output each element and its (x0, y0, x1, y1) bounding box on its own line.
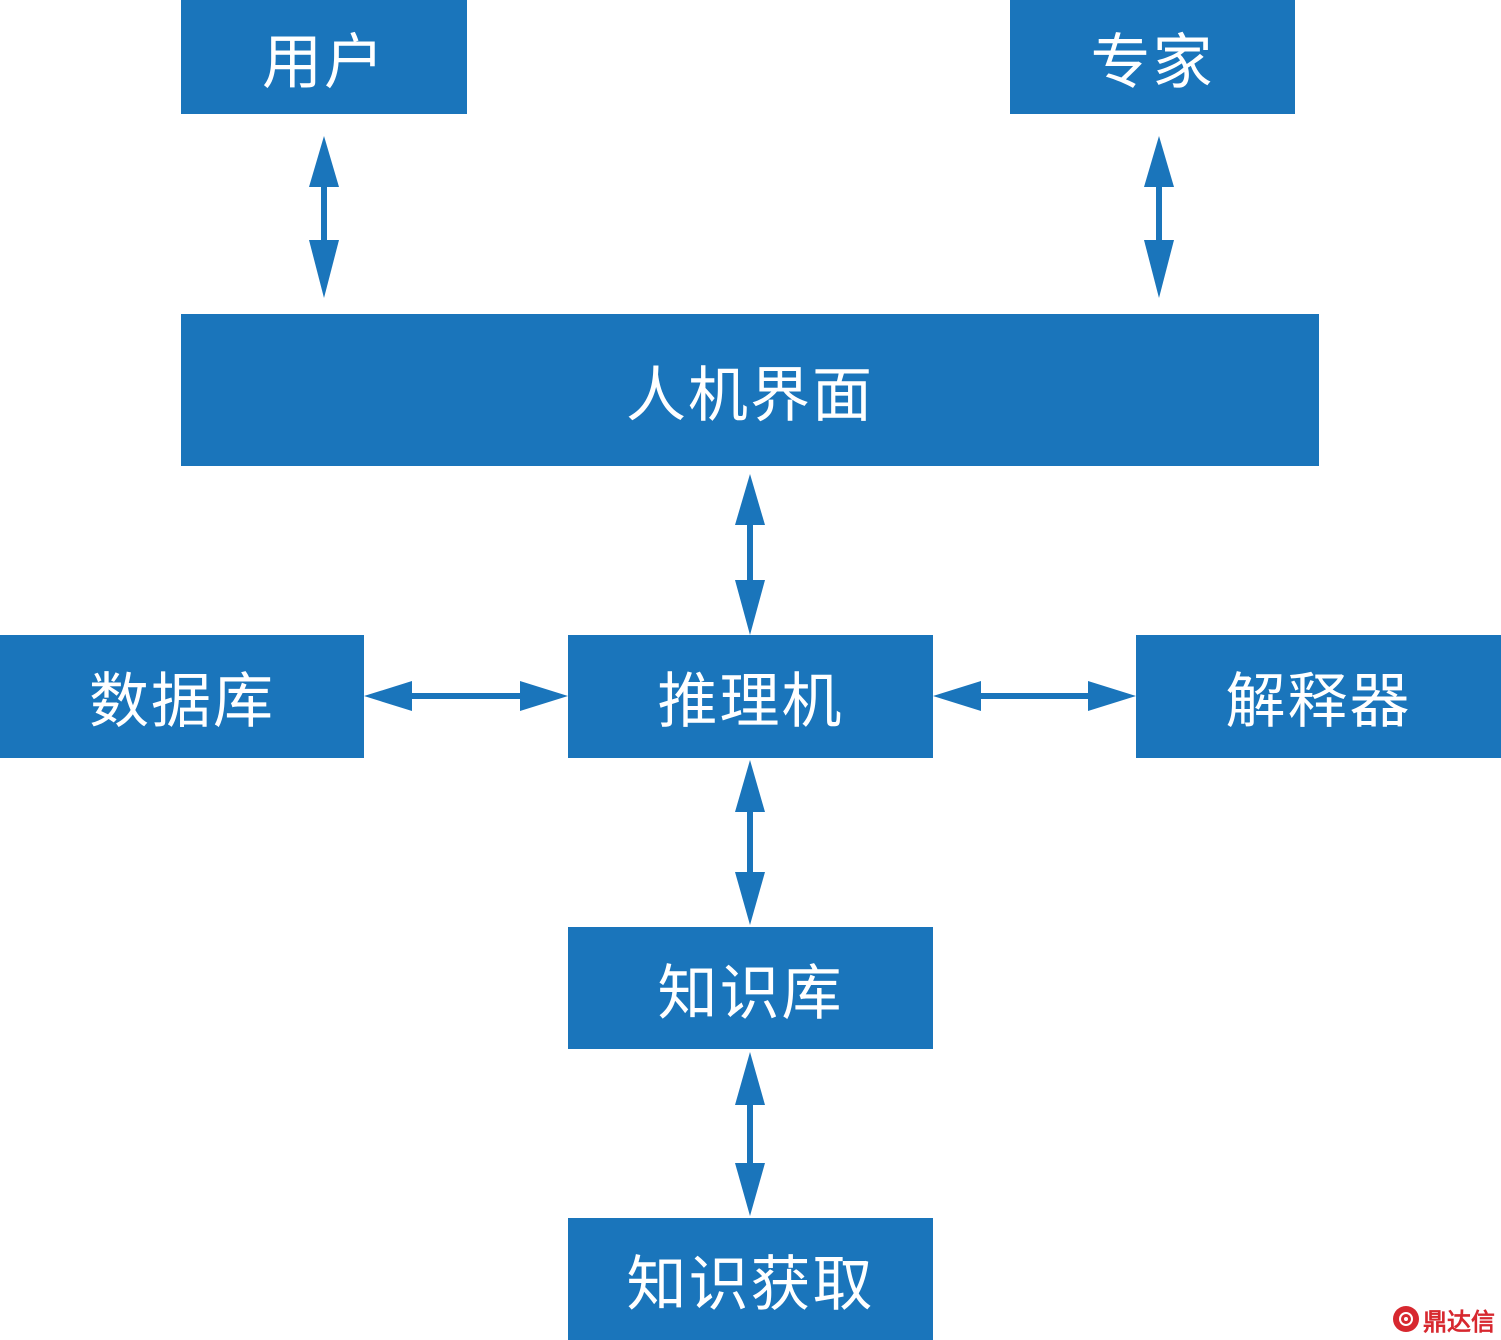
arrow-expert-hmi (1144, 136, 1174, 298)
node-explainer: 解释器 (1136, 635, 1501, 758)
node-database-label: 数据库 (89, 667, 275, 737)
arrow-engine-kb (735, 760, 765, 925)
node-human-machine-interface: 人机界面 (181, 314, 1319, 466)
node-expert-label: 专家 (1090, 27, 1215, 98)
arrow-kb-acquisition (735, 1052, 765, 1216)
watermark-text: 鼎达信 (1423, 1307, 1495, 1336)
arrow-database-engine (364, 681, 568, 711)
node-engine-label: 推理机 (657, 667, 844, 737)
node-expert: 专家 (1010, 0, 1295, 114)
arrow-engine-explainer (933, 681, 1136, 711)
node-user-label: 用户 (262, 27, 386, 98)
arrow-user-hmi (309, 136, 339, 298)
watermark-logo-icon (1393, 1306, 1419, 1332)
node-hmi-label: 人机界面 (626, 360, 874, 431)
node-user: 用户 (181, 0, 467, 114)
arrow-hmi-engine (735, 474, 765, 635)
node-knowledge-acquisition: 知识获取 (568, 1218, 933, 1340)
node-database: 数据库 (0, 635, 364, 758)
watermark: 鼎达信 (1393, 1302, 1495, 1336)
node-knowledge-base: 知识库 (568, 927, 933, 1049)
node-kb-label: 知识库 (657, 958, 844, 1029)
node-inference-engine: 推理机 (568, 635, 933, 758)
node-acquire-label: 知识获取 (626, 1249, 875, 1320)
node-explainer-label: 解释器 (1225, 667, 1412, 737)
